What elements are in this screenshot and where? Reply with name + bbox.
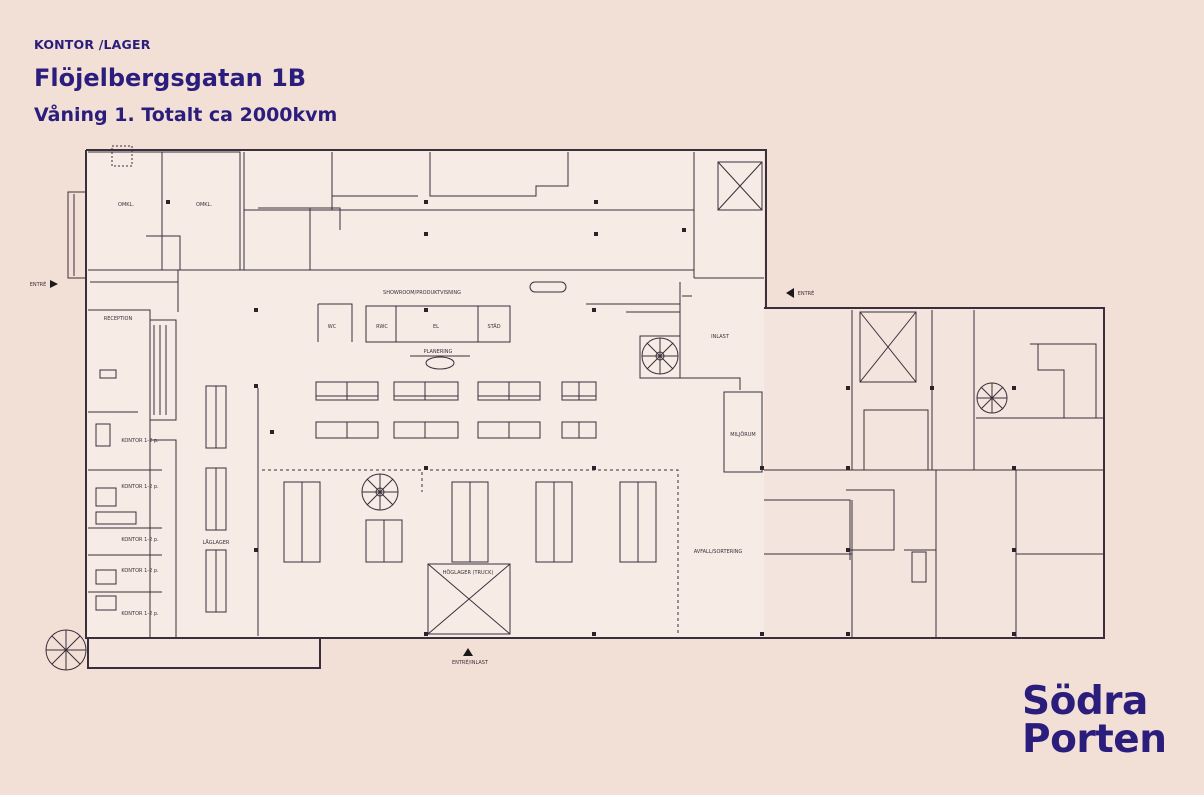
brand-logo: Södra Porten — [1022, 679, 1167, 762]
central-core — [317, 281, 567, 370]
outer-walls — [85, 149, 1105, 669]
top-left-rooms — [88, 145, 569, 312]
floor-area — [86, 150, 1104, 668]
label-inlast: INLAST — [711, 334, 730, 340]
label-rwc: RWC — [376, 324, 388, 330]
label-kontor-3: KONTOR 1-2 p. — [121, 537, 159, 543]
workstations — [315, 381, 597, 439]
label-planering: PLANERING — [424, 349, 453, 355]
low-racking — [205, 385, 259, 636]
label-kontor-4: KONTOR 1-2 p. — [121, 568, 159, 574]
label-laglager: LÅGLAGER — [203, 539, 230, 546]
label-avfall: AVFALL/SORTERING — [694, 549, 743, 555]
label-kontor-5: KONTOR 1-2 p. — [121, 611, 159, 617]
structural-columns — [166, 200, 1016, 636]
category-label: KONTOR /LAGER — [34, 37, 151, 52]
label-omkl-1: OMKL. — [118, 202, 134, 208]
label-omkl-2: OMKL. — [196, 202, 212, 208]
inlast-area — [586, 282, 763, 473]
label-miljorum: MILJÖRUM — [730, 431, 755, 438]
label-entre-left: ENTRÉ — [30, 280, 47, 288]
entrance-arrows — [50, 280, 794, 656]
brand-line-1: Södra — [1022, 679, 1148, 724]
page-title: Flöjelbergsgatan 1B — [34, 64, 307, 92]
warehouse-racks — [262, 469, 679, 636]
label-reception: RECEPTION — [104, 316, 133, 322]
office-column — [88, 309, 177, 638]
page-subtitle: Våning 1. Totalt ca 2000kvm — [34, 104, 338, 126]
label-kontor-1: KONTOR 1-2 p. — [121, 438, 159, 444]
label-entre-right: ENTRÉ — [798, 289, 815, 297]
label-hoglager: HÖGLAGER (TRUCK) — [443, 569, 494, 576]
entrance-canopy — [67, 191, 86, 279]
label-wc: WC — [328, 324, 337, 330]
spiral-stairs — [45, 337, 1008, 671]
label-entre-inlast: ENTRÉ/INLAST — [452, 658, 489, 666]
brand-line-2: Porten — [1022, 717, 1167, 762]
label-kontor-2: KONTOR 1-2 p. — [121, 484, 159, 490]
label-stad: STÄD — [487, 323, 500, 330]
label-showroom: SHOWROOM/PRODUKTVISNING — [383, 290, 461, 296]
top-storage — [244, 152, 764, 279]
label-el: EL — [433, 324, 439, 330]
